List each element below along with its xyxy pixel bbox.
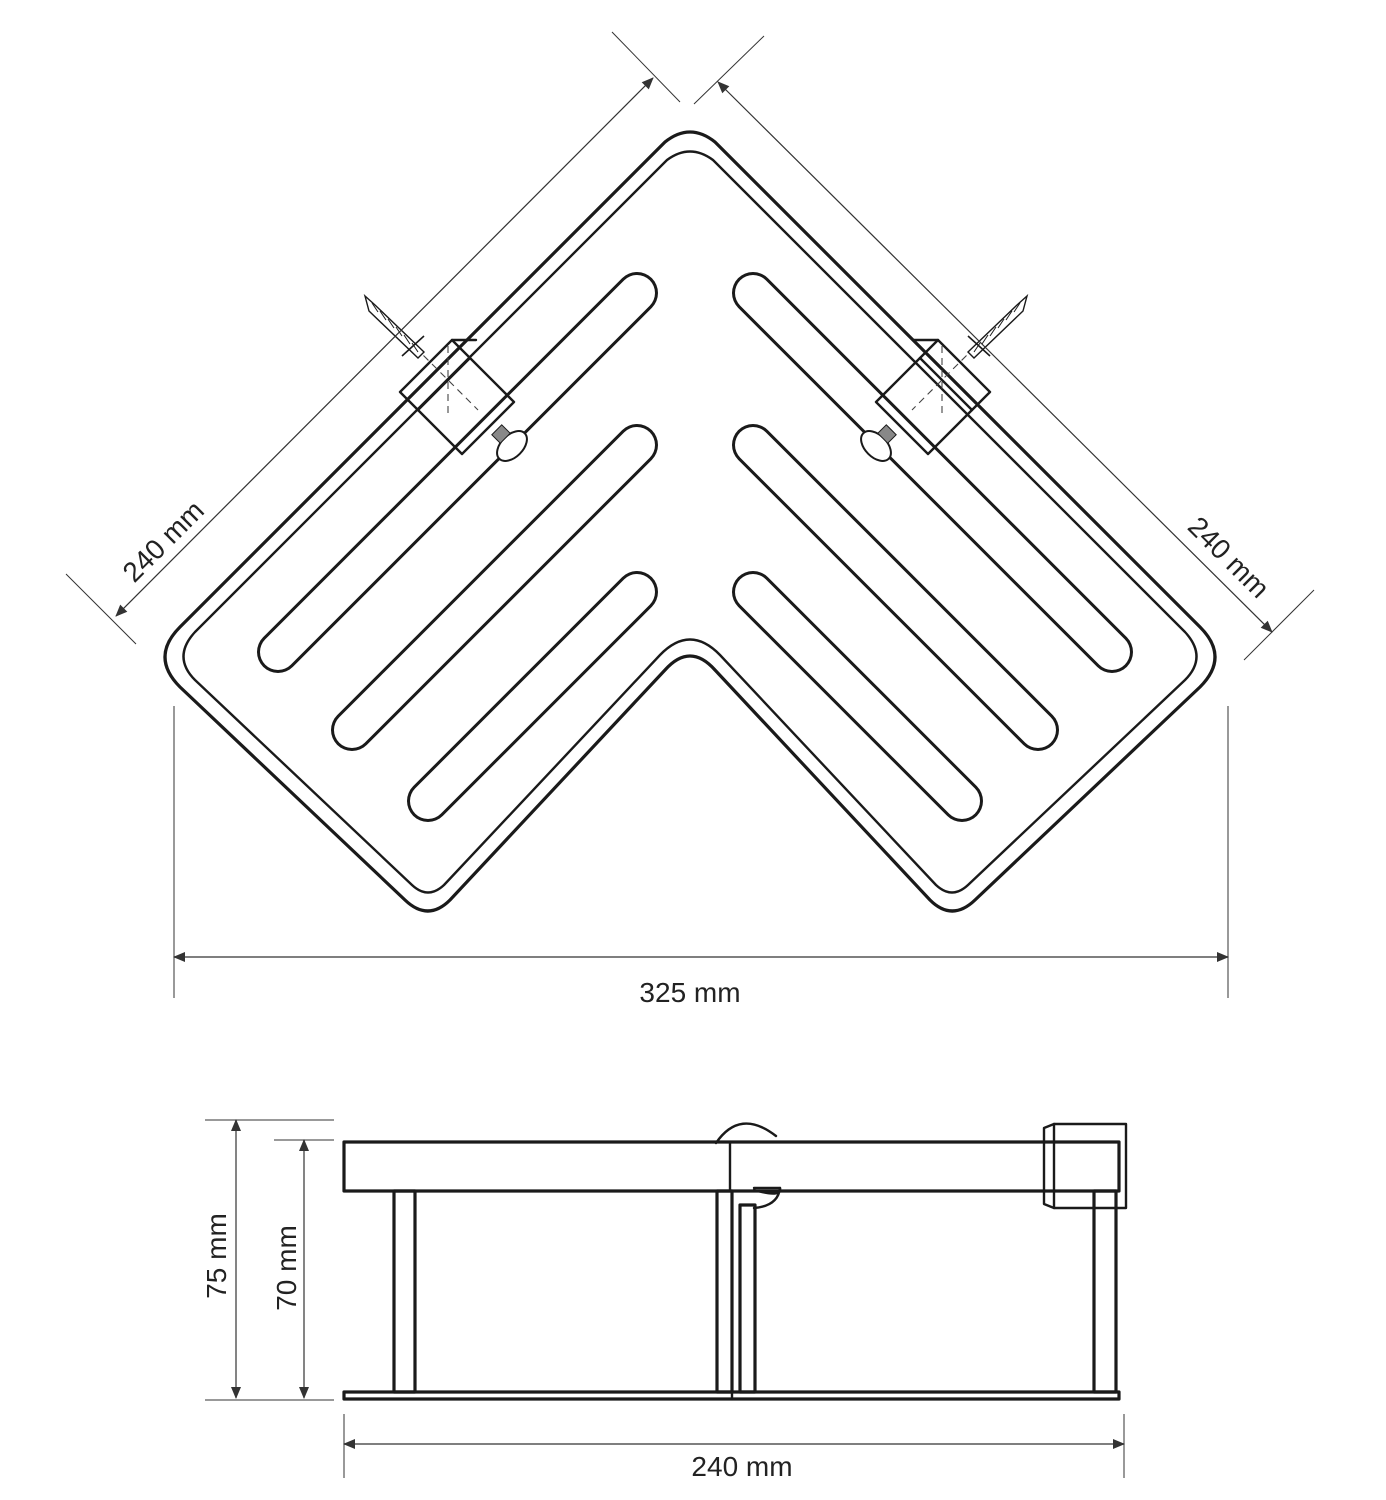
- wall-bracket-left: [363, 293, 528, 462]
- wall-bracket-side: [1042, 1122, 1128, 1210]
- leg: [715, 1189, 734, 1394]
- top-rail: [342, 1140, 1121, 1193]
- dim-label-left-side: 240 mm: [117, 495, 210, 588]
- shelf-outer-outline: [163, 130, 1217, 913]
- dimension-width: 325 mm: [173, 706, 1229, 1008]
- round-bracket: [714, 1122, 782, 1195]
- dimension-depth: 240 mm: [343, 1414, 1125, 1482]
- leg: [392, 1189, 417, 1394]
- dim-label-height-inner: 70 mm: [271, 1225, 302, 1311]
- wall-bracket-right: [860, 293, 1029, 462]
- leg: [738, 1203, 757, 1394]
- dim-label-width: 325 mm: [639, 977, 740, 1008]
- screw-icon: [363, 293, 426, 359]
- dim-label-depth: 240 mm: [691, 1451, 792, 1482]
- dim-label-height-total: 75 mm: [201, 1213, 232, 1299]
- dimension-height-inner: 70 mm: [271, 1139, 334, 1399]
- screw-icon: [966, 293, 1029, 359]
- shelf-inner-outline: [182, 150, 1198, 894]
- top-view: 240 mm 240 mm 325 mm: [65, 31, 1315, 1008]
- dimension-height-total: 75 mm: [201, 1119, 334, 1401]
- leg: [1092, 1189, 1118, 1394]
- side-view: 75 mm 70 mm 240 mm: [201, 1119, 1128, 1482]
